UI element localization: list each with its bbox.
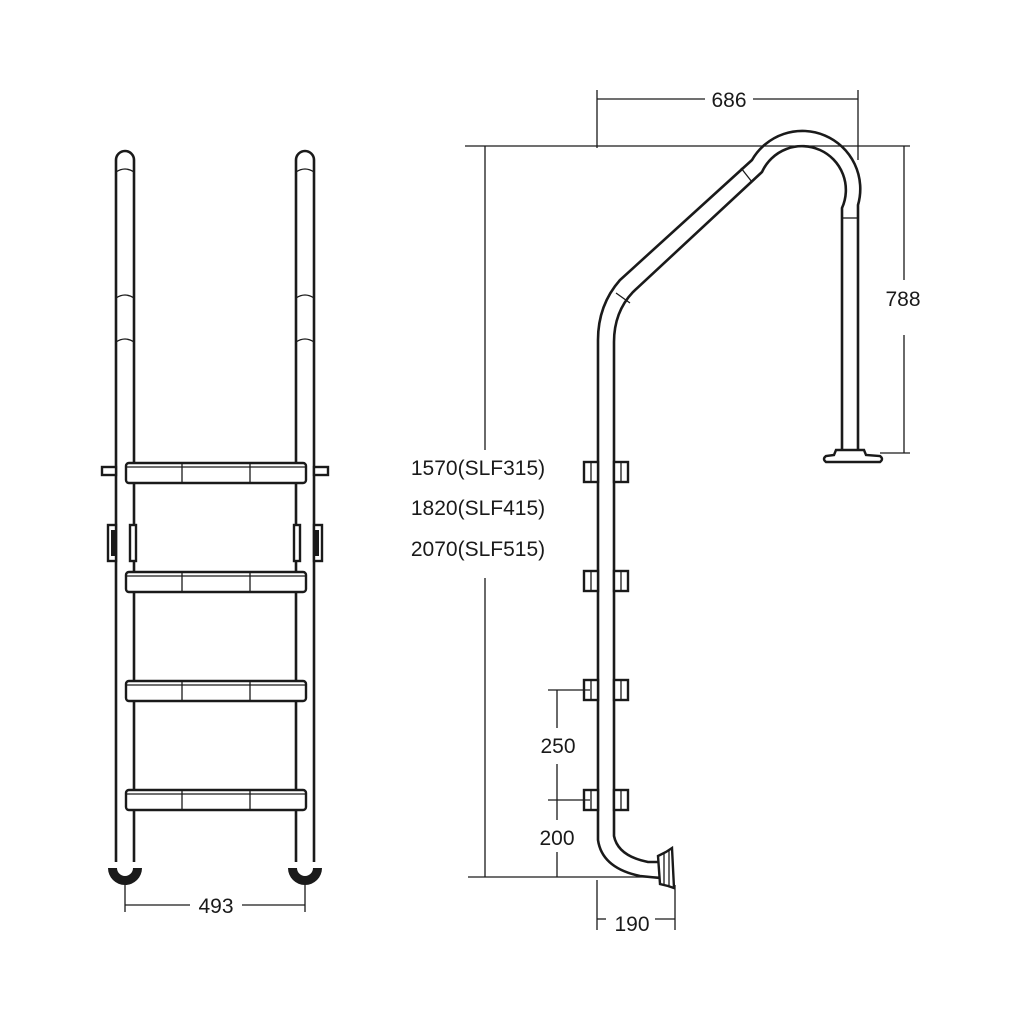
front-right-foot [288,855,322,885]
dimension-label-1570: 1570(SLF315) [411,457,545,480]
dimension-foot-offset: 190 [596,880,676,936]
side-step-bracket-4 [582,788,630,812]
dimension-rail-height: 788 [465,145,921,454]
dimension-label-686: 686 [711,89,746,112]
side-step-bracket-3 [582,678,630,702]
dimension-rail-reach: 686 [596,89,859,160]
front-left-rail [114,149,136,855]
dimension-front-width: 493 [124,878,306,918]
dimension-label-1820: 1820(SLF415) [411,497,545,520]
front-anchor-left [100,465,118,563]
dimension-bottom-height: 200 [539,800,575,877]
dimension-label-2070: 2070(SLF515) [411,538,545,561]
front-right-rail [294,149,316,855]
dimension-total-height: 1570(SLF315) 1820(SLF415) 2070(SLF515) [411,146,660,878]
side-deck-flange [822,448,884,464]
front-step-1 [124,461,308,485]
dimension-label-200: 200 [539,827,574,850]
front-anchor-right [128,465,330,563]
dimension-label-493: 493 [198,895,233,918]
front-step-2 [124,570,308,594]
dimension-label-250: 250 [540,735,575,758]
front-left-foot [108,855,142,885]
dimension-label-788: 788 [885,288,920,311]
side-handrail [596,129,862,818]
front-step-4 [124,788,308,812]
side-view: 686 788 1570(SLF315) 1820(SLF415) 2070(S… [411,89,921,936]
front-step-3 [124,679,308,703]
side-step-bracket-2 [582,569,630,593]
side-step-bracket-1 [582,460,630,484]
dimension-label-190: 190 [614,913,649,936]
side-bottom-foot [596,818,676,890]
front-view: 493 [100,149,330,918]
dimension-step-spacing: 250 [540,689,590,801]
